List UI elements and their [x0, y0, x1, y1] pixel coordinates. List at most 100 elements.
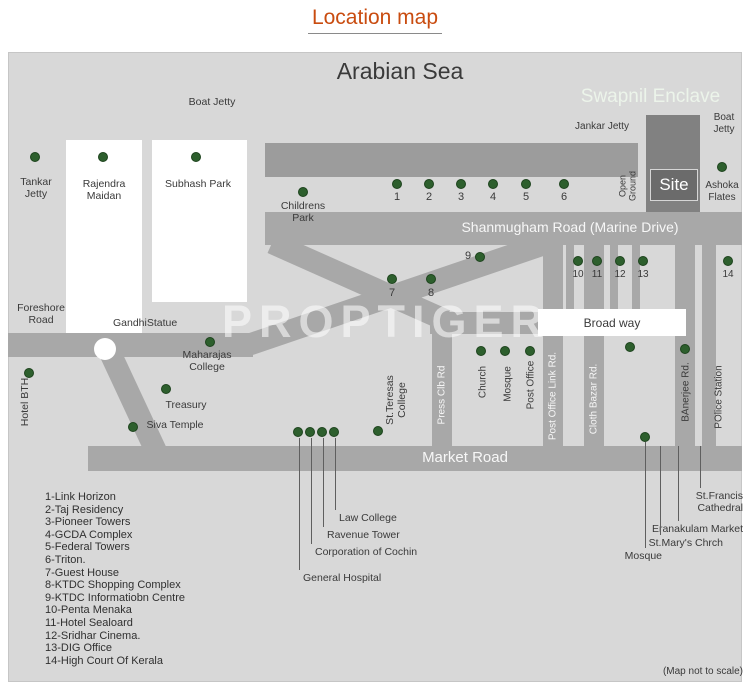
map-label: Open Ground [617, 170, 638, 202]
map-marker-dot [30, 152, 40, 162]
map-label: 6 [560, 191, 568, 203]
legend-item: 6-Triton. [45, 553, 86, 566]
map-marker-dot [573, 256, 583, 266]
map-marker-dot [161, 384, 171, 394]
map-marker-dot [638, 256, 648, 266]
map-label: Corporation of Cochin [315, 546, 418, 558]
map-marker-dot [717, 162, 727, 172]
broadway-label: Broad way [583, 315, 641, 330]
road-block-street-1 [566, 245, 574, 310]
road-shanmugham [265, 212, 742, 245]
map-label: 9 [464, 250, 472, 262]
legend-item: 12-Sridhar Cinema. [45, 629, 141, 642]
page-title: Location map [0, 6, 750, 34]
map-label: Shanmugham Road (Marine Drive) [461, 219, 679, 235]
map-marker-dot [392, 179, 402, 189]
map-label: Maharajas College [182, 349, 232, 374]
map-label: Mosque [624, 550, 662, 562]
map-marker-dot [488, 179, 498, 189]
map-marker-dot [128, 422, 138, 432]
legend-item: 3-Pioneer Towers [45, 516, 131, 529]
map-marker-dot [456, 179, 466, 189]
map-marker-dot [723, 256, 733, 266]
map-label: Eranakulam Market [651, 523, 743, 535]
map-label: 7 [388, 287, 396, 299]
map-marker-dot [305, 427, 315, 437]
road-block-street-4 [632, 245, 640, 310]
map-label: GandhiStatue [113, 317, 178, 329]
map-label: Cloth Bazar Rd. [588, 363, 600, 435]
map-marker-dot [521, 179, 531, 189]
leader-line [311, 438, 312, 544]
map-label: Mosque [502, 366, 514, 402]
map-label: POlice Station [713, 365, 725, 429]
leader-line [299, 438, 300, 570]
legend-item: 1-Link Horizon [45, 491, 116, 503]
map-label: 4 [489, 191, 497, 203]
leader-line [323, 438, 324, 527]
map-label: 5 [522, 191, 530, 203]
map-label: 14 [722, 269, 734, 280]
map-marker-dot [426, 274, 436, 284]
map-label: Childrens Park [280, 200, 326, 225]
map-marker-dot [424, 179, 434, 189]
map-label: Treasury [165, 399, 207, 411]
map-label: Ravenue Tower [327, 529, 400, 541]
road-sea-edge [265, 143, 638, 177]
map-label: St.Mary's Chrch [648, 537, 723, 549]
map-label: 13 [637, 269, 649, 280]
map-label: 12 [614, 269, 626, 280]
page-title-text: Location map [307, 6, 443, 34]
block-rajendra-maidan [66, 140, 142, 335]
legend-item: 2-Taj Residency [45, 503, 124, 516]
map-label: BAnerjee Rd. [680, 362, 692, 422]
map-marker-dot [191, 152, 201, 162]
leader-line [645, 442, 646, 548]
leader-line [678, 446, 679, 521]
map-label: Tankar Jetty [20, 176, 52, 201]
map-label: Post Office [525, 360, 537, 410]
map-label: Boat Jetty [713, 112, 735, 135]
legend-item: 7-Guest House [45, 566, 119, 579]
map-label: Boat Jetty [188, 96, 236, 108]
map-marker-dot [298, 187, 308, 197]
map-label: Rajendra Maidan [82, 178, 126, 203]
road-press-club [432, 320, 452, 446]
map-marker-dot [476, 346, 486, 356]
map-marker-dot [625, 342, 635, 352]
road-mid-horizontal [430, 312, 548, 334]
legend-item: 5-Federal Towers [45, 541, 130, 554]
leader-line [660, 446, 661, 535]
map-label: Post Office Link Rd. [547, 351, 559, 441]
map-label: St.Francis Cathedral [695, 490, 743, 515]
site-label: Site [659, 175, 689, 194]
road-market [88, 446, 742, 471]
map-label: 11 [591, 269, 603, 280]
legend-item: 4-GCDA Complex [45, 528, 133, 541]
map-label: Press Clb Rd [436, 365, 448, 425]
road-block-street-3 [610, 245, 618, 310]
map-label: Swapnil Enclave [580, 86, 721, 107]
map-label: Law College [339, 512, 397, 524]
watermark: PROPTIGER [222, 296, 551, 347]
map-label: St.Teresas College [383, 375, 408, 425]
map-label: 2 [425, 191, 433, 203]
map-marker-dot [592, 256, 602, 266]
map-marker-dot [475, 252, 485, 262]
map-label: Subhash Park [165, 178, 231, 190]
map-label: Market Road [422, 449, 508, 466]
road-block-street-2 [588, 245, 596, 310]
map-marker-dot [387, 274, 397, 284]
legend-item: 14-High Court Of Kerala [45, 654, 163, 667]
map-label: 8 [427, 287, 435, 299]
legend-item: 11-Hotel Sealoard [45, 616, 133, 629]
map-label: 3 [457, 191, 465, 203]
legend-item: 10-Penta Menaka [45, 604, 132, 617]
map-marker-dot [525, 346, 535, 356]
map-label: 1 [393, 191, 401, 203]
legend-item: 9-KTDC Informatiobn Centre [45, 591, 185, 604]
legend-item: 13-DIG Office [45, 642, 113, 655]
map-marker-dot [615, 256, 625, 266]
map-marker-dot [373, 426, 383, 436]
